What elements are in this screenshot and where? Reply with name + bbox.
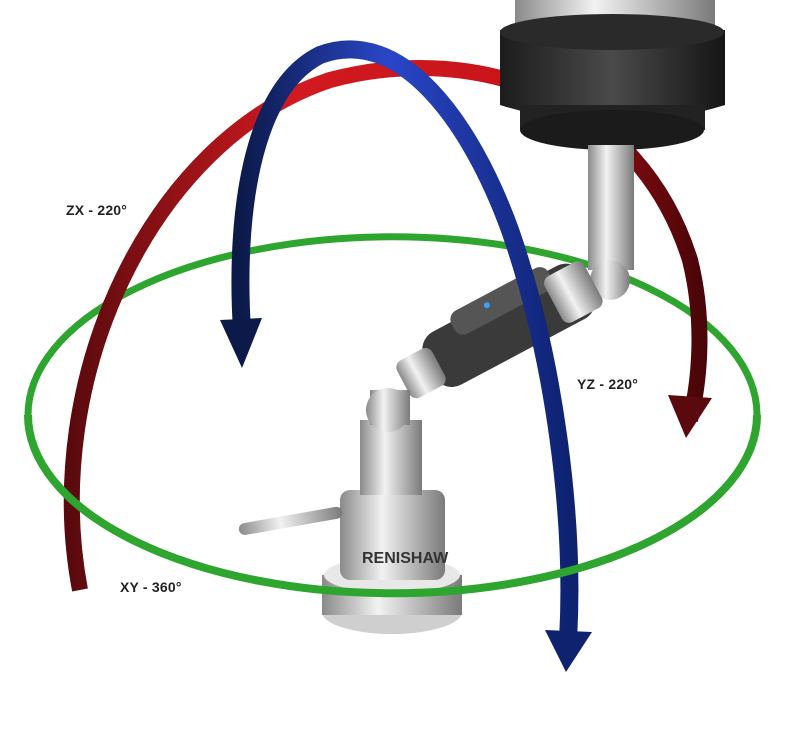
xy-ring-front (24, 414, 761, 598)
xy-label: XY - 360° (120, 579, 182, 595)
cmm-head (500, 0, 725, 300)
yz-arrowhead-top-icon (220, 318, 262, 368)
yz-arrowhead-bottom-icon (545, 630, 592, 672)
yz-label: YZ - 220° (577, 376, 639, 392)
probe-body (396, 261, 603, 399)
zx-arrowhead-icon (668, 395, 712, 438)
brand-text: RENISHAW (362, 550, 449, 567)
zx-rotation-arrow (63, 60, 708, 592)
zx-label: ZX - 220° (66, 202, 128, 218)
probe-base: RENISHAW (238, 388, 462, 634)
yz-rotation-arrow (231, 40, 579, 641)
xy-ring-back (24, 233, 761, 416)
